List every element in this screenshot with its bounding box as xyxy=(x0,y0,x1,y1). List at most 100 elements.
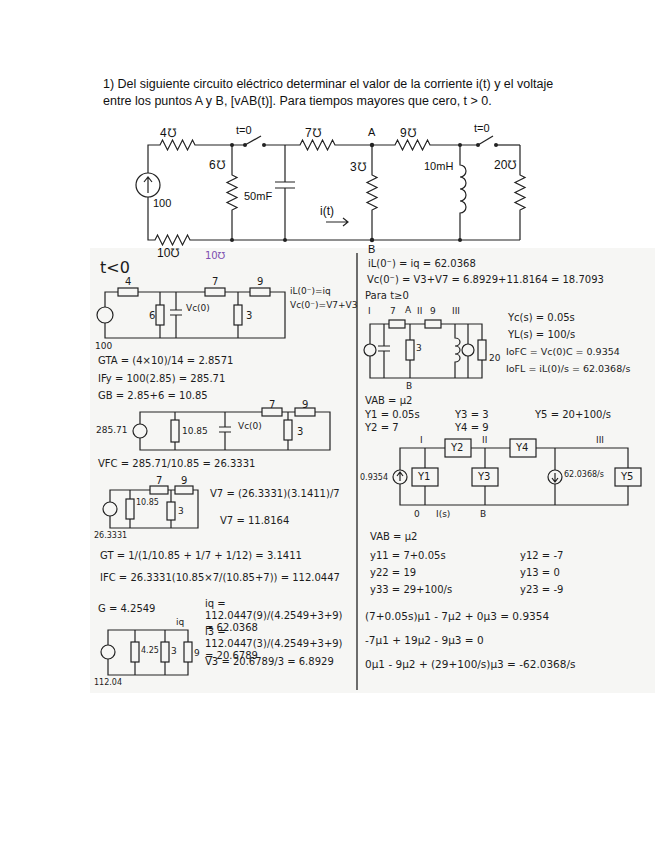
handwritten-note: V7 = (26.3331)(3.1411)/7 xyxy=(210,488,352,500)
handwritten-note: 7 xyxy=(156,475,162,487)
handwritten-note: 20 xyxy=(489,353,500,364)
handwritten-note: 100 xyxy=(95,341,112,352)
handwritten-note: Y4 xyxy=(516,442,528,454)
handwritten-note: 26.3331 xyxy=(94,531,127,541)
component-label: t=0 xyxy=(474,122,490,135)
handwritten-note: t<0 xyxy=(100,258,130,277)
handwritten-note: 62.0368/s xyxy=(564,470,604,480)
handwritten-note: y13 = 0 xyxy=(520,567,560,579)
handwritten-note: GB = 2.85+6 = 10.85 xyxy=(98,390,208,402)
handwritten-note: I xyxy=(420,435,423,446)
component-label: A xyxy=(368,126,375,139)
main-circuit xyxy=(136,136,525,245)
handwritten-note: 7 xyxy=(212,276,218,288)
handwritten-note: Y3 xyxy=(478,471,490,483)
handwritten-note: iq = 112.0447(9)/(4.2549+3+9) = 62.0368 xyxy=(205,598,353,634)
handwritten-note: III xyxy=(452,306,460,317)
handwritten-note: Vc(0⁻)=V7+V3 xyxy=(290,300,354,311)
component-label: 10℧ xyxy=(157,246,179,260)
handwritten-note: iL(0⁻) = iq = 62.0368 xyxy=(368,258,476,270)
handwritten-note: B xyxy=(406,381,412,392)
handwritten-note: Y5 = 20+100/s xyxy=(535,409,611,421)
handwritten-note: 10.85 xyxy=(182,426,208,437)
component-label: 9℧ xyxy=(400,126,416,140)
handwritten-note: y33 = 29+100/s xyxy=(370,584,452,596)
handwritten-note: Yc(s) = 0.05s xyxy=(508,312,575,324)
handwritten-note: III xyxy=(596,435,604,446)
component-label: 6℧ xyxy=(209,158,225,172)
component-label: 4℧ xyxy=(160,126,176,140)
handwritten-note: GT = 1/(1/10.85 + 1/7 + 1/12) = 3.1411 xyxy=(100,550,350,562)
handwritten-note: Vc(0⁻) = V3+V7 = 6.8929+11.8164 = 18.709… xyxy=(367,274,651,286)
handwritten-note: 0 xyxy=(414,509,420,520)
handwritten-note: 3 xyxy=(297,426,303,438)
handwritten-note: IFC = 26.3331(10.85×7/(10.85+7)) = 112.0… xyxy=(100,572,352,584)
problem-statement: 1) Del siguiente circuito eléctrico dete… xyxy=(103,76,573,110)
handwritten-note: 3 xyxy=(178,506,184,517)
handwritten-note: 10.85 xyxy=(136,498,159,508)
handwritten-note: 9 xyxy=(302,399,308,411)
handwritten-note: y11 = 7+0.05s xyxy=(370,550,446,562)
handwritten-note: V3 = 20.6789/3 = 6.8929 xyxy=(205,656,353,668)
handwritten-note: iL(0⁻)=iq xyxy=(290,286,354,297)
handwritten-note: VAB = μ2 xyxy=(365,395,412,407)
handwritten-note: VFC = 285.71/10.85 = 26.3331 xyxy=(98,458,255,470)
scanned-sheet xyxy=(90,248,655,693)
component-label: 50mF xyxy=(244,190,272,203)
component-label: 20℧ xyxy=(494,158,516,172)
handwritten-note: y23 = -9 xyxy=(520,584,563,596)
handwritten-note: 9 xyxy=(194,648,200,659)
component-label: 100 xyxy=(153,197,171,210)
handwritten-note: 3 xyxy=(416,343,422,354)
component-label: 3℧ xyxy=(350,160,366,174)
handwritten-note: 9 xyxy=(181,475,187,487)
handwritten-note: 7 xyxy=(269,399,275,411)
handwritten-note: Y1 = 0.05s xyxy=(365,409,420,421)
handwritten-note: VAB = μ2 xyxy=(370,531,417,543)
junction-dots xyxy=(230,143,498,242)
handwritten-note: II xyxy=(417,306,422,317)
handwritten-note: 3 xyxy=(171,646,177,657)
handwritten-note: iq xyxy=(176,617,184,628)
handwritten-note: 6 xyxy=(149,310,155,322)
handwritten-note: V7 = 11.8164 xyxy=(220,515,289,527)
handwritten-note: 285.71 xyxy=(96,425,128,436)
handwritten-note: Y2 xyxy=(451,442,463,454)
handwritten-note: -7μ1 + 19μ2 - 9μ3 = 0 xyxy=(365,634,484,647)
handwritten-note: Y2 = 7 xyxy=(365,422,399,434)
handwritten-note: 4.25 xyxy=(141,646,159,656)
handwritten-note: GTA = (4×10)/14 = 2.8571 xyxy=(98,355,233,367)
handwritten-note: II xyxy=(482,435,487,446)
handwritten-note: A xyxy=(405,305,411,316)
handwritten-note: 7 xyxy=(390,306,396,317)
handwritten-note: 0.9354 xyxy=(360,473,388,483)
column-divider xyxy=(356,253,357,690)
handwritten-note: G = 4.2549 xyxy=(98,603,155,615)
component-label: t=0 xyxy=(236,124,252,137)
handwritten-note: y22 = 19 xyxy=(370,567,416,579)
handwritten-note: YL(s) = 100/s xyxy=(508,329,575,341)
component-label: 7℧ xyxy=(305,126,321,140)
handwritten-note: 112.04 xyxy=(94,678,122,688)
handwritten-note: y12 = -7 xyxy=(520,550,563,562)
handwritten-note: IFy = 100(2.85) = 285.71 xyxy=(98,373,225,385)
handwritten-note: 9 xyxy=(430,306,436,317)
component-label: B xyxy=(368,243,375,256)
component-label: i(t) xyxy=(320,204,334,218)
handwritten-note: IoFC = Vc(0)C = 0.9354 xyxy=(506,346,651,357)
handwritten-note: Para t≥0 xyxy=(365,290,409,302)
handwritten-note: 10℧ xyxy=(205,250,225,262)
handwritten-note: Y3 = 3 xyxy=(455,409,489,421)
handwritten-note: IoFL = iL(0)/s = 62.0368/s xyxy=(506,363,651,374)
handwritten-note: 3 xyxy=(246,310,252,322)
handwritten-note: B xyxy=(480,509,486,520)
component-label: 10mH xyxy=(424,160,453,173)
handwritten-note: 0μ1 - 9μ2 + (29+100/s)μ3 = -62.0368/s xyxy=(365,658,650,671)
handwritten-note: 4 xyxy=(125,276,131,288)
handwritten-note: Vc(0) xyxy=(238,421,262,432)
handwritten-note: Y5 xyxy=(621,471,633,483)
handwritten-note: Vc(0) xyxy=(186,303,210,314)
